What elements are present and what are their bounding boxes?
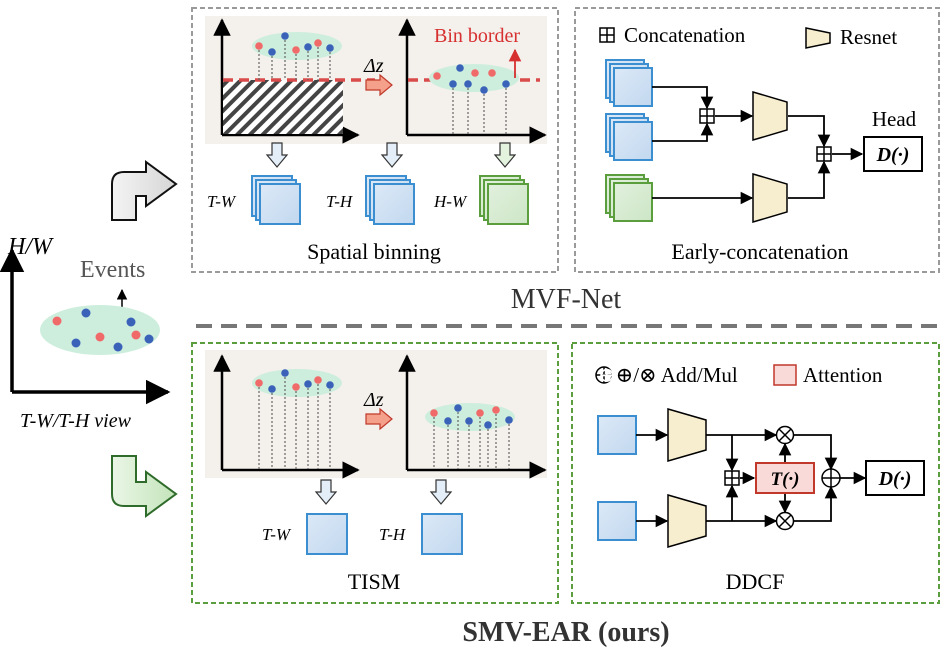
boxed-plus-icon [724,470,740,486]
delta-z-label: Δz [363,55,384,77]
smv-ear-title: SMV-EAR (ours) [462,617,669,648]
event-stems [452,84,507,134]
event-dots [430,404,513,429]
resnet-block [667,494,707,548]
early-concatenation-caption: Early-concatenation [671,239,848,264]
event-dot [81,308,91,318]
legend-concatenation: Concatenation [624,23,746,47]
events-ellipse [429,64,519,92]
events-ellipse [40,305,160,355]
hatched-region [223,80,343,134]
attention-box-label: T(·) [770,469,799,490]
view-stack-th [365,175,415,225]
input-stack-th [605,113,653,161]
circled-plus-icon [595,366,613,384]
view-label-th: T-H [379,525,407,544]
curved-arrow-down-right-icon [111,455,178,518]
axis-x-label: T-W/T-H view [20,410,132,432]
delta-z-label: Δz [363,389,384,411]
event-dot [95,332,105,342]
bin-border-label: Bin border [434,25,520,47]
spatial-binning-caption: Spatial binning [307,239,441,264]
ddcf-caption: DDCF [726,569,785,594]
early-concatenation-panel: Concatenation Resnet [574,7,940,273]
boxed-plus-icon [699,108,715,124]
tism-caption: TISM [348,569,401,594]
mvf-net-title: MVF-Net [511,284,622,315]
boxed-plus-icon [816,146,832,162]
input-stack-tw [605,59,653,107]
attention-box [755,462,815,494]
attention-legend-icon [773,364,797,386]
head-label: Head [872,107,917,131]
view-th [421,513,463,555]
event-dot [52,316,62,326]
resnet-legend-icon [805,27,831,49]
head-box-label: D(·) [878,468,912,490]
tism-panel: Δz T-W T-H TISM [191,342,559,604]
down-arrow-icon [380,142,404,168]
resnet-block [667,408,707,462]
event-stems [258,373,331,469]
shift-arrow-icon [365,407,393,431]
view-label-tw: T-W [262,525,292,544]
legend-attention: Attention [803,363,883,387]
early-concatenation-border [574,7,940,273]
ddcf-panel: ⊕⊕/⊗ Add/Mul Attention [571,342,940,604]
view-stack-hw [479,175,529,225]
shift-arrow-icon [365,73,393,97]
legend-ops-text: ⊕/⊗ Add/Mul [616,363,738,387]
tism-border [191,342,559,604]
view-label-tw: T-W [207,192,237,211]
event-dot [126,317,136,327]
input-view-th [597,501,637,541]
view-tw [306,513,348,555]
events-label: Events [80,257,145,283]
axis-y-label: H/W [7,234,54,260]
down-arrow-icon [314,479,338,505]
resnet-block [752,90,788,142]
resnet-block [752,172,788,224]
view-label-hw: H-W [433,192,468,211]
circled-plus-icon [821,468,841,488]
head-box [865,460,925,496]
event-stems [433,408,510,469]
view-stack-tw [251,175,301,225]
input-stack-hw [605,174,653,222]
ddcf-connections [636,428,867,528]
boxed-plus-icon [599,27,615,43]
event-dot [71,338,81,348]
spatial-binning-panel: Δz Bin border T-W [191,7,559,273]
head-box [863,136,923,172]
early-connections [652,86,864,205]
head-box-label: D(·) [876,144,910,166]
ddcf-border [571,342,940,604]
event-dots [52,308,154,352]
input-view-tw [597,415,637,455]
events-ellipse [425,403,515,431]
legend-add-mul: ⊕⊕/⊗ Add/Mul [598,363,738,387]
left-axes-panel: H/W Events T-W/T-H view [0,160,178,518]
circled-times-icon [775,425,795,445]
circled-times-icon [775,511,795,531]
down-arrow-icon [493,142,517,168]
event-dot [131,330,141,340]
event-dot [144,334,154,344]
event-dot [113,342,123,352]
legend-spacer: ⊕ [598,363,616,387]
event-stems [258,36,331,80]
view-label-th: T-H [326,192,354,211]
down-arrow-icon [429,479,453,505]
legend-resnet: Resnet [840,25,897,49]
event-dots [433,64,510,94]
spatial-binning-border [191,7,559,273]
down-arrow-icon [265,142,289,168]
event-dots [255,369,334,393]
event-dots [255,32,334,56]
curved-arrow-up-right-icon [111,160,178,221]
